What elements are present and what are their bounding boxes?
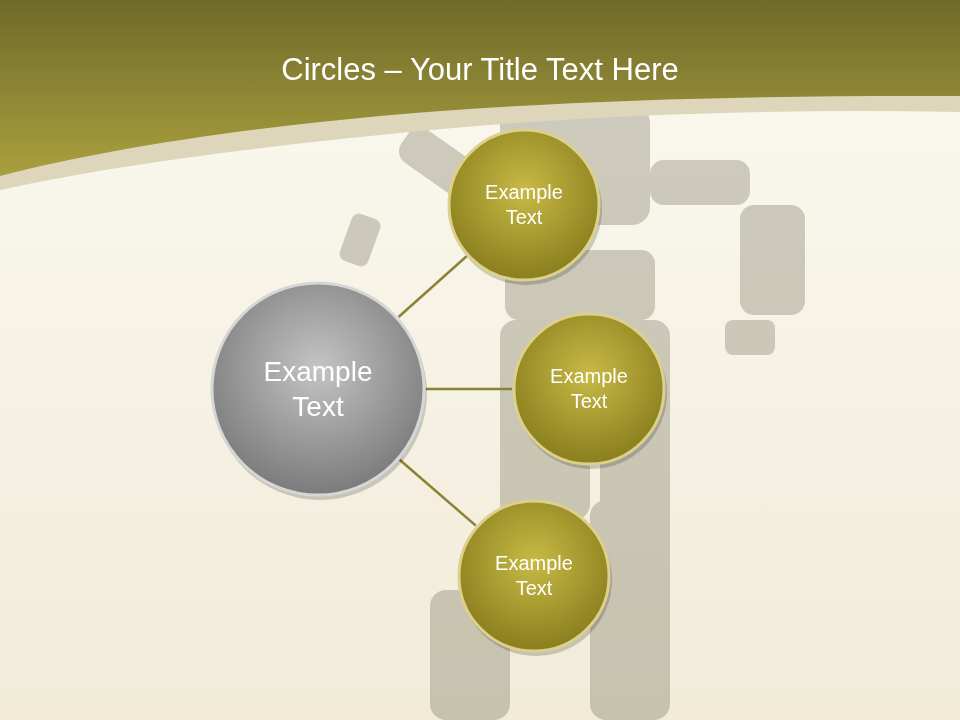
node-label: Example Text [243,354,393,424]
circle-shape [210,281,426,497]
circle-shape [512,312,666,466]
circle-fill [449,130,599,280]
node-label: Example Text [537,364,641,414]
circle-fill [514,314,664,464]
node-label: Example Text [472,180,576,230]
circle-fill [459,501,609,651]
connector-line [399,256,467,317]
connector-line [400,460,476,526]
circle-node: Example Text [457,499,611,653]
circle-node: Example Text [447,128,601,282]
circle-fill [212,283,424,495]
circle-node: Example Text [210,281,426,497]
circle-shape [457,499,611,653]
connector-line [426,388,512,391]
node-label: Example Text [482,551,586,601]
circle-node: Example Text [512,312,666,466]
circle-shape [447,128,601,282]
slide-title: Circles – Your Title Text Here [0,52,960,88]
